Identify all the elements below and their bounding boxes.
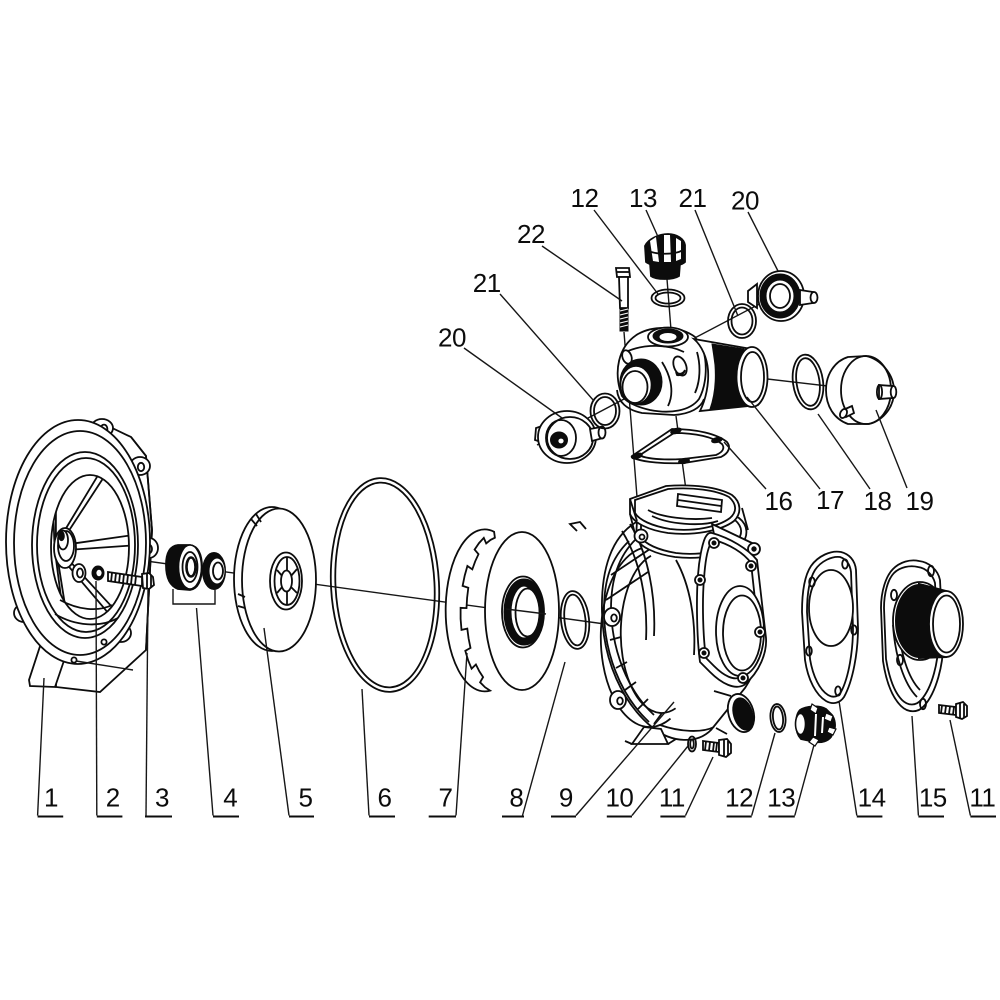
svg-text:14: 14	[858, 783, 886, 813]
svg-text:5: 5	[299, 783, 313, 813]
svg-text:20: 20	[731, 186, 759, 216]
svg-text:11: 11	[659, 783, 685, 813]
svg-text:12: 12	[571, 183, 599, 213]
svg-text:11: 11	[969, 783, 995, 813]
svg-text:20: 20	[438, 323, 466, 353]
svg-text:13: 13	[629, 183, 657, 213]
svg-text:18: 18	[864, 486, 892, 516]
svg-text:22: 22	[517, 219, 545, 249]
svg-text:12: 12	[725, 783, 753, 813]
svg-text:13: 13	[767, 783, 795, 813]
svg-text:3: 3	[155, 783, 169, 813]
svg-text:19: 19	[906, 486, 934, 516]
svg-text:8: 8	[509, 783, 523, 813]
svg-text:21: 21	[679, 183, 707, 213]
svg-text:2: 2	[106, 783, 120, 813]
svg-text:21: 21	[473, 268, 501, 298]
svg-text:4: 4	[223, 783, 237, 813]
svg-text:10: 10	[605, 783, 633, 813]
svg-text:9: 9	[559, 783, 573, 813]
svg-text:7: 7	[439, 783, 453, 813]
svg-text:16: 16	[765, 486, 793, 516]
svg-text:17: 17	[816, 485, 844, 515]
svg-text:1: 1	[44, 783, 58, 813]
svg-text:6: 6	[378, 783, 392, 813]
svg-text:15: 15	[919, 783, 947, 813]
